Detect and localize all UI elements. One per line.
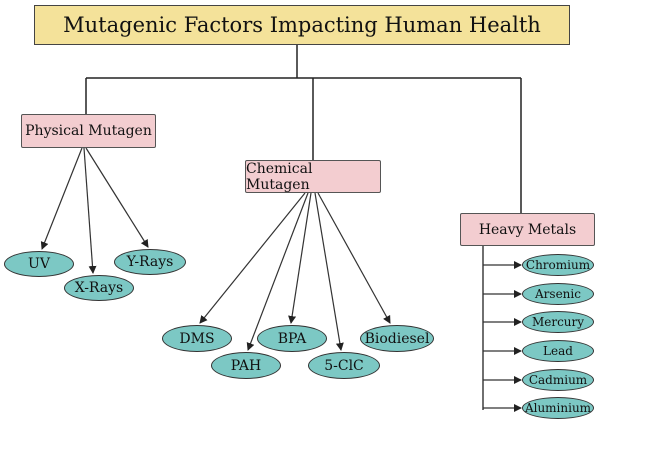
item-aluminium: Aluminium [522,397,594,419]
heavy-metals-box: Heavy Metals [460,213,595,246]
item-lead: Lead [522,340,594,362]
item-5-clc: 5-ClC [308,352,380,379]
arrow-to-bpa [288,192,312,324]
arrow-to-5clc [314,192,344,351]
arrow-to-xrays [83,147,97,274]
item-dms: DMS [162,325,232,352]
item-cadmium: Cadmium [522,369,594,391]
item-bpa: BPA [257,325,327,352]
arrow-to-pah [246,192,309,351]
chemical-mutagen-box: Chemical Mutagen [245,160,381,193]
arrow-to-uv [40,147,83,250]
arrow-to-dms [199,192,306,324]
diagram-title: Mutagenic Factors Impacting Human Health [34,5,570,45]
item-y-rays: Y-Rays [114,249,186,275]
item-pah: PAH [211,352,281,379]
item-mercury: Mercury [522,311,594,333]
arrow-to-biodiesel [317,192,391,324]
item-arsenic: Arsenic [522,283,594,305]
item-chromium: Chromium [522,254,594,276]
arrow-to-yrays [85,147,149,248]
item-x-rays: X-Rays [64,275,134,301]
item-biodiesel: Biodiesel [360,325,434,352]
item-uv: UV [4,251,74,277]
physical-mutagen-box: Physical Mutagen [21,114,156,148]
